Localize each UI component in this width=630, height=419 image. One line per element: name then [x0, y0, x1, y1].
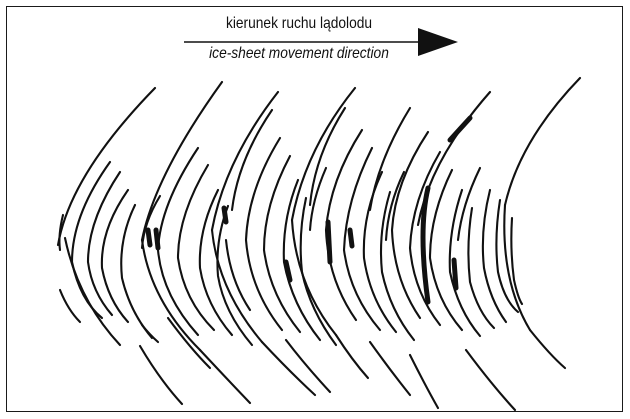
lineation-line — [290, 218, 338, 337]
lineation-line — [140, 238, 202, 352]
lineation-line — [86, 170, 122, 317]
lineation-line — [145, 227, 153, 248]
lineation-line — [390, 130, 430, 320]
lineation-line — [230, 108, 274, 212]
lineation-line — [528, 328, 567, 370]
lineation-line — [140, 194, 162, 250]
diagram-frame — [6, 6, 623, 412]
lineation-line — [368, 106, 412, 212]
lineation-line — [451, 257, 459, 291]
lineation-line — [456, 166, 482, 242]
lineation-line — [153, 227, 161, 251]
lineation-line — [308, 166, 328, 232]
lineation-arc-2 — [140, 80, 254, 405]
lineation-line — [362, 170, 398, 334]
lineation-line — [290, 86, 357, 222]
lineation-line — [140, 323, 160, 344]
lineation-line — [176, 163, 216, 332]
lineation-line — [368, 340, 412, 397]
lineation-line — [100, 188, 130, 324]
lineation-arc-4 — [290, 86, 416, 397]
lineation-line — [198, 348, 252, 405]
lineation-line — [244, 136, 284, 332]
lineation-line — [262, 154, 302, 334]
lineation-line — [325, 219, 333, 265]
legend-label-polish: kierunek ruchu lądolodu — [225, 15, 373, 32]
legend-label-english: ice-sheet movement direction — [209, 45, 389, 62]
lineation-line — [216, 204, 254, 347]
lineation-line — [408, 353, 440, 410]
lineation-line — [63, 236, 122, 347]
lineation-line — [120, 203, 154, 340]
lineation-line — [224, 238, 252, 312]
lineation-line — [481, 188, 508, 324]
lineation-arc-6 — [416, 76, 582, 412]
lineation-line — [283, 259, 293, 283]
lineation-line — [342, 146, 382, 332]
lineation-line — [70, 260, 104, 320]
lineation-line — [284, 338, 332, 394]
lineation-line — [70, 160, 112, 264]
lineation-line — [503, 76, 582, 207]
lineation-line — [510, 216, 524, 306]
lineation-line — [56, 86, 157, 247]
lineation-line — [448, 188, 482, 338]
direction-legend: kierunek ruchu lądolodu ice-sheet moveme… — [181, 12, 461, 72]
lineation-line — [308, 106, 347, 207]
lineation-line — [58, 288, 82, 324]
lineation-line — [334, 333, 370, 380]
lineation-line — [447, 115, 473, 143]
lineation-line — [379, 190, 416, 342]
lineation-line — [347, 227, 355, 249]
lineation-line — [138, 344, 184, 406]
lineation-line — [198, 188, 234, 337]
lineation-line — [384, 170, 406, 242]
lineation-line — [210, 228, 264, 344]
lineation-line — [503, 203, 532, 332]
lineation-arc-1 — [56, 86, 184, 406]
lineation-line — [140, 80, 224, 242]
lineation-line — [299, 196, 338, 347]
lineation-line — [58, 213, 65, 252]
lineation-line — [210, 90, 280, 232]
right-arrow-icon — [184, 28, 458, 56]
lineation-line — [428, 168, 464, 332]
lineation-line — [166, 316, 212, 370]
lineation-arc-3 — [210, 90, 338, 397]
lineation-line — [467, 206, 496, 330]
lineation-line — [260, 340, 317, 397]
lineation-line — [221, 205, 229, 225]
lineation-line — [495, 198, 520, 314]
lineation-line — [416, 90, 492, 227]
lineation-line — [464, 348, 517, 412]
